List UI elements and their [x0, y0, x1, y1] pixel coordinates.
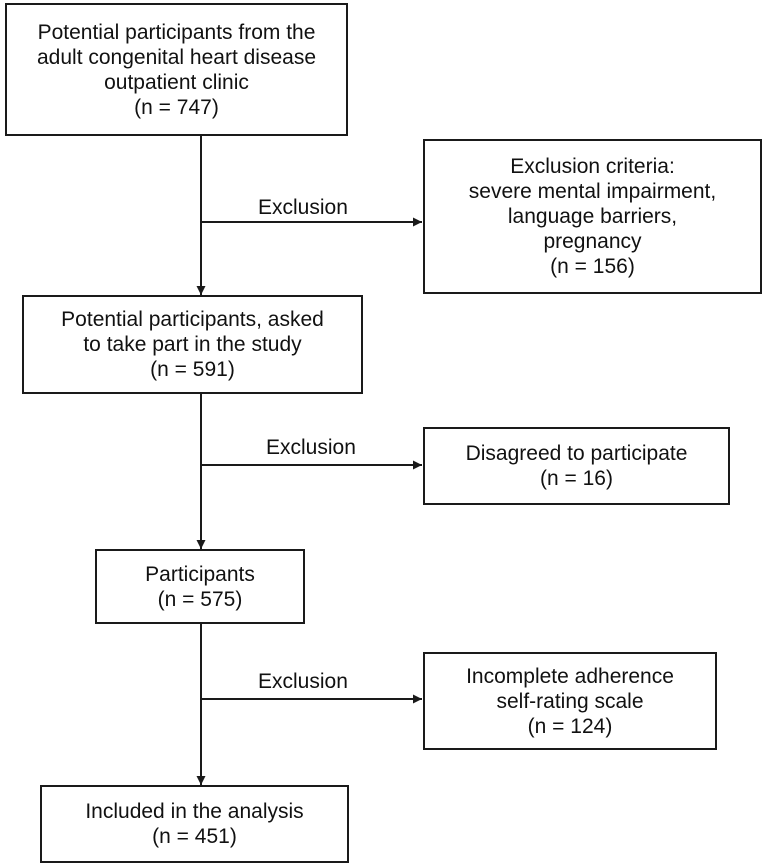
edge-label-exclusion-3: Exclusion [258, 670, 348, 693]
box-exclusion-criteria: Exclusion criteria: severe mental impair… [423, 139, 762, 294]
box-text-line: language barriers, [507, 205, 678, 228]
box-count: (n = 124) [527, 714, 613, 738]
box-incomplete-adherence: Incomplete adherence self-rating scale (… [423, 652, 717, 750]
box-text-line: adult congenital heart disease [36, 45, 317, 69]
box-text-line: Exclusion criteria: [510, 155, 675, 178]
box-count: (n = 16) [540, 467, 613, 490]
box-count: (n = 747) [134, 95, 219, 119]
box-text-line: Incomplete adherence [466, 664, 674, 688]
box-count: (n = 575) [157, 587, 243, 611]
box-text-line: to take part in the study [83, 333, 302, 356]
box-potential-participants: Potential participants from the adult co… [5, 3, 348, 136]
box-asked-to-participate: Potential participants, asked to take pa… [22, 295, 363, 394]
box-disagreed: Disagreed to participate (n = 16) [423, 427, 730, 505]
box-included-in-analysis: Included in the analysis (n = 451) [40, 785, 349, 863]
box-text-line: severe mental impairment, [468, 180, 717, 203]
box-text-line: self-rating scale [496, 689, 644, 713]
box-text-line: Potential participants, asked [61, 308, 324, 331]
edge-label-exclusion-2: Exclusion [266, 436, 356, 459]
box-count: (n = 591) [150, 358, 235, 381]
box-text-line: pregnancy [543, 230, 642, 253]
box-text-line: Disagreed to participate [465, 442, 688, 465]
box-count: (n = 156) [550, 255, 635, 278]
box-count: (n = 451) [152, 825, 237, 848]
box-participants: Participants (n = 575) [95, 549, 305, 624]
box-text-line: Potential participants from the [37, 20, 316, 44]
edge-label-exclusion-1: Exclusion [258, 196, 348, 219]
box-text-line: Included in the analysis [85, 800, 304, 823]
box-text-line: outpatient clinic [104, 70, 249, 94]
box-text-line: Participants [145, 562, 255, 586]
